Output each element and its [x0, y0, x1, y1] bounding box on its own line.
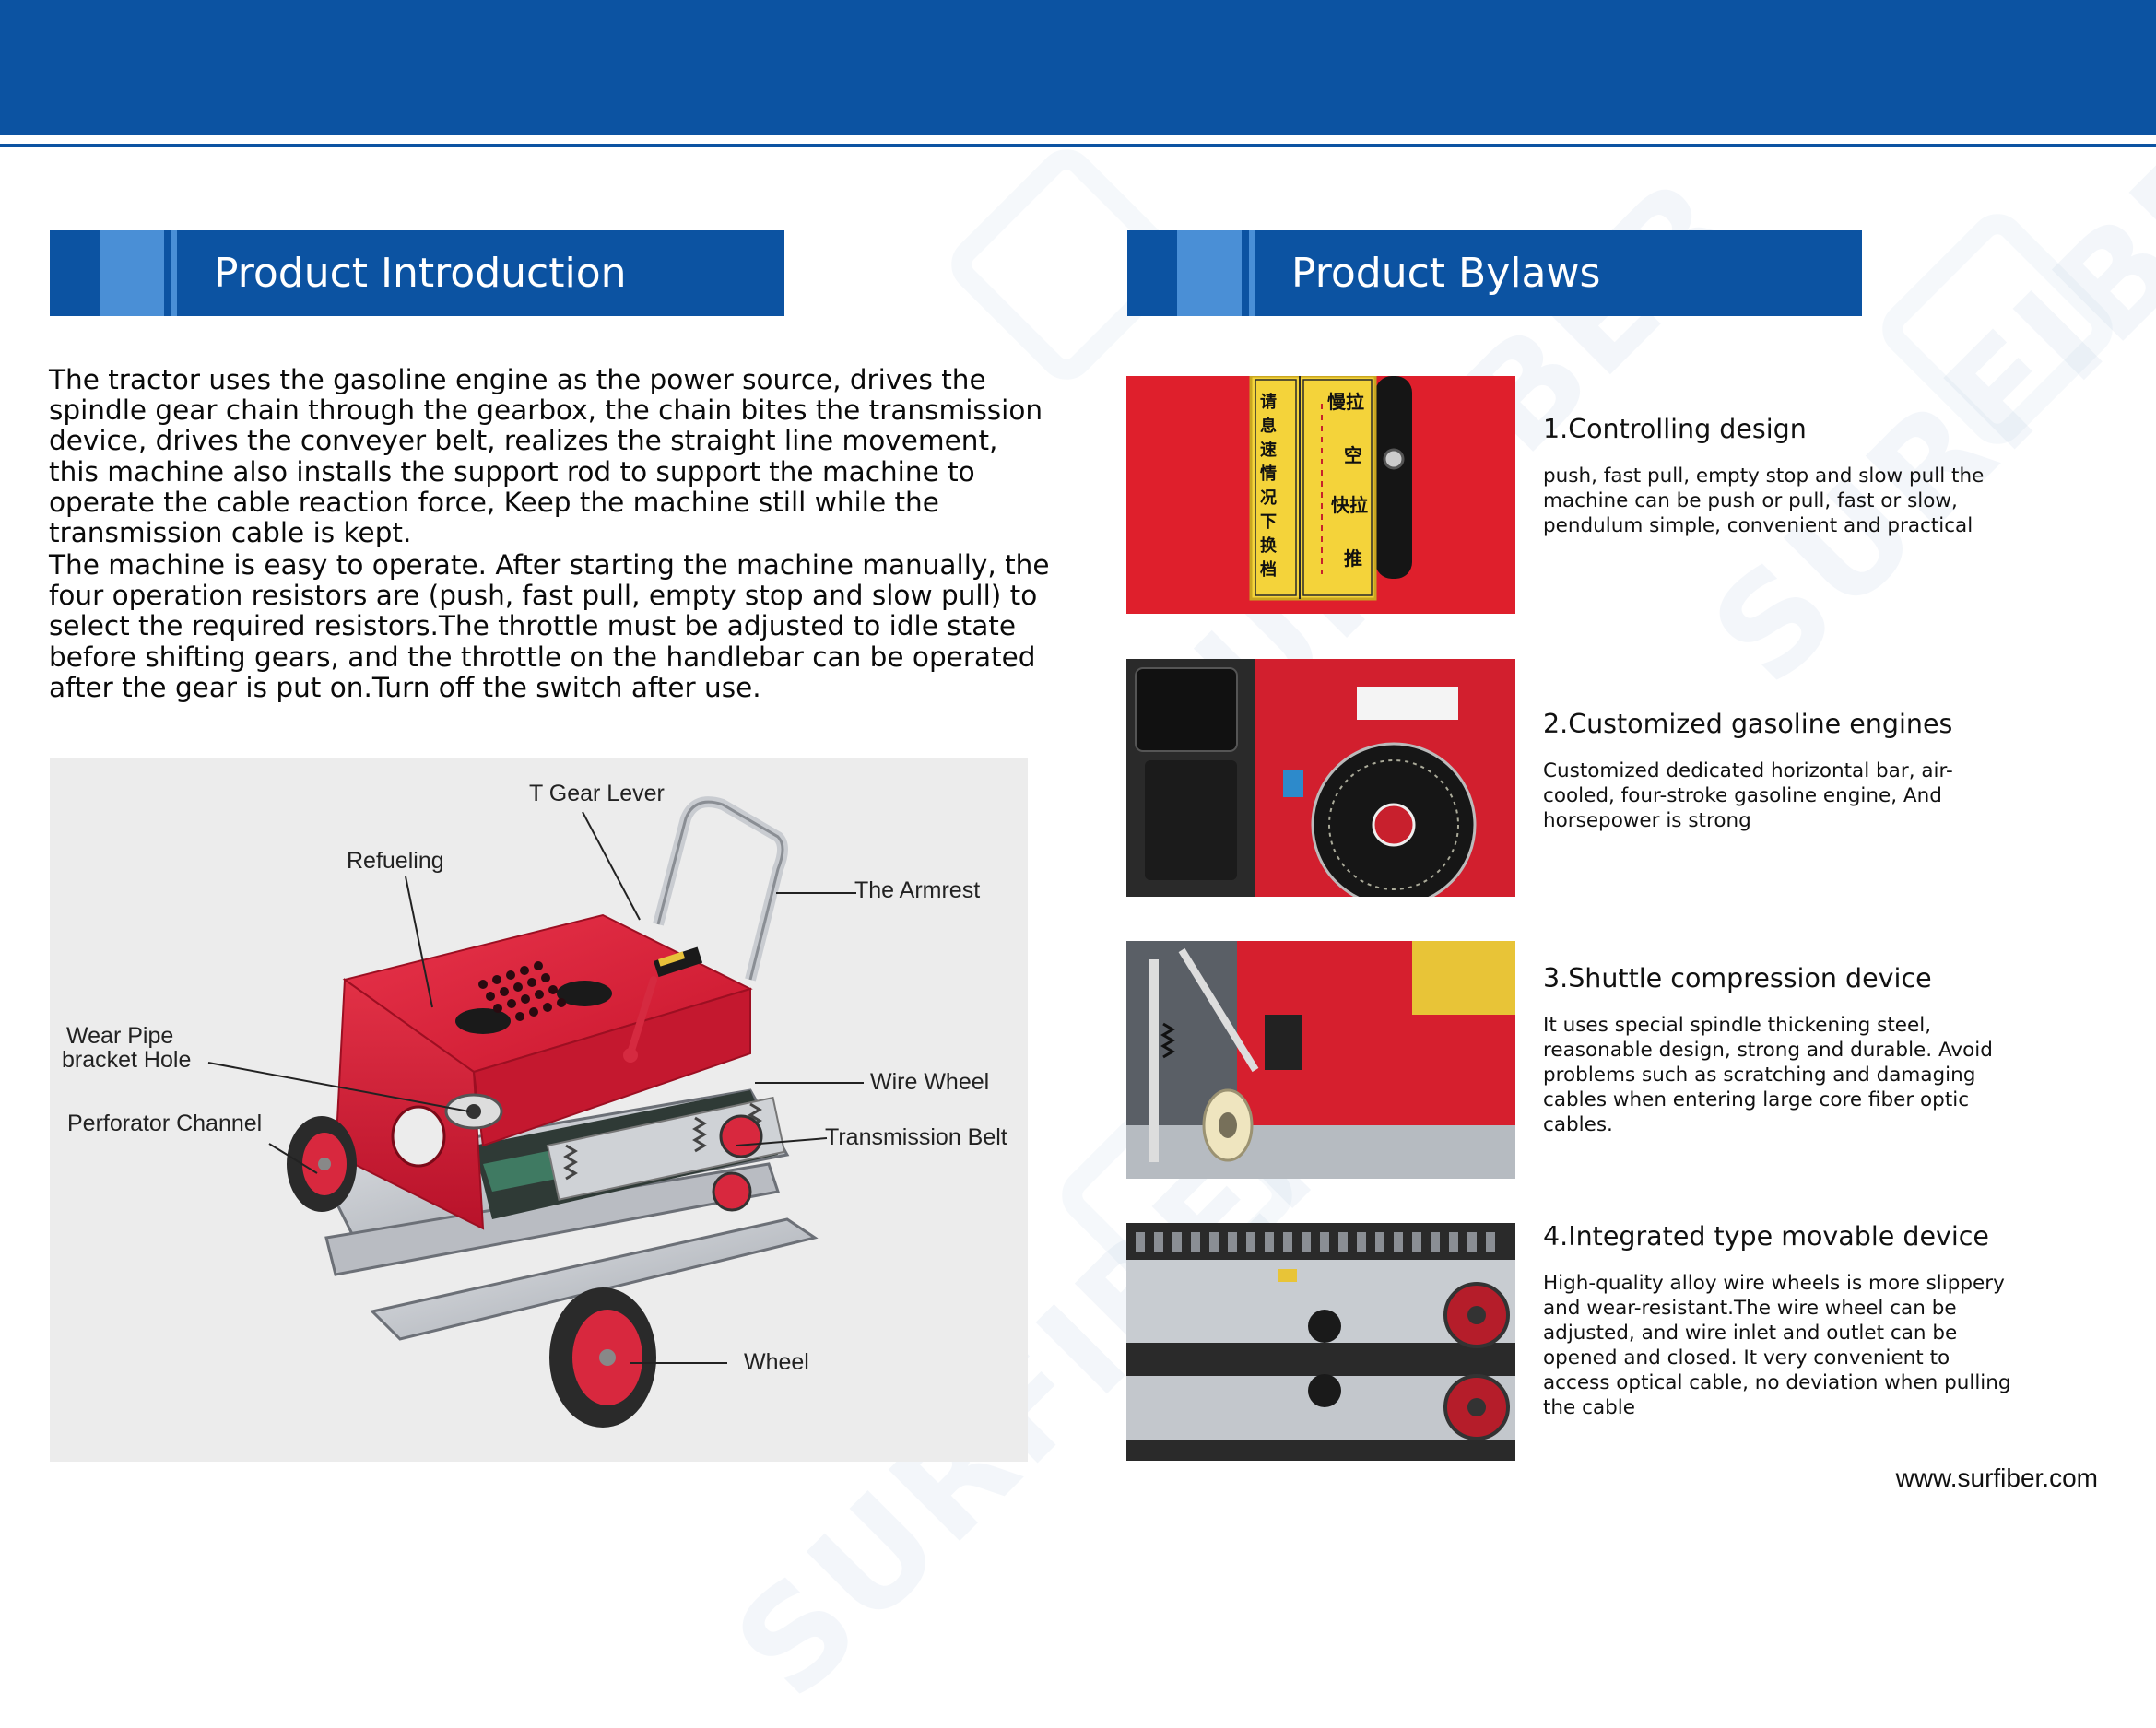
sign-fast-pull: 快拉 [1331, 494, 1368, 516]
bylaw-1-text: push, fast pull, empty stop and slow pul… [1543, 464, 1985, 537]
intro-paragraph-2: The machine is easy to operate. After st… [49, 549, 1050, 703]
bylaw-1-title: 1.Controlling design [1543, 414, 1807, 444]
header-accent-stripe [1249, 230, 1255, 316]
sign-slow-pull: 慢拉 [1327, 391, 1364, 413]
label-wire-wheel: Wire Wheel [870, 1069, 990, 1095]
bylaw-4-title: 4.Integrated type movable device [1543, 1221, 1989, 1252]
header-accent-stripe [171, 230, 177, 316]
footer-website-url: www.surfiber.com [1895, 1464, 2098, 1492]
label-armrest: The Armrest [854, 877, 981, 903]
label-refueling: Refueling [347, 848, 444, 874]
label-transmission-belt: Transmission Belt [825, 1124, 1007, 1150]
bylaw-2-text: Customized dedicated horizontal bar, air… [1543, 759, 1953, 832]
sign-empty: 空 [1344, 444, 1362, 466]
bylaw-photo-movable-device [1126, 1223, 1515, 1461]
bylaw-photo-controls: 请息速情况下换档 慢拉 空 快拉 推 [1126, 376, 1515, 614]
bylaw-2-title: 2.Customized gasoline engines [1543, 709, 1953, 739]
intro-section-header: Product Introduction [50, 230, 784, 316]
banner-divider [0, 144, 2156, 147]
bylaw-photo-shuttle [1126, 941, 1515, 1179]
machine-illustration [207, 796, 864, 1428]
label-wear-pipe-line2: bracket Hole [62, 1047, 192, 1073]
bylaw-4-text: High-quality alloy wire wheels is more s… [1543, 1272, 2011, 1419]
bylaw-3-text: It uses special spindle thickening steel… [1543, 1014, 1993, 1136]
sign-left-column: 请息速情况下换档 [1260, 393, 1277, 580]
watermark-text: SURFIBER [1683, 36, 2156, 715]
bylaws-section-title: Product Bylaws [1291, 250, 1601, 297]
label-wear-pipe-line1: Wear Pipe [66, 1023, 174, 1049]
label-t-gear-lever: T Gear Lever [529, 781, 665, 806]
bylaw-photo-engine [1126, 659, 1515, 897]
intro-section-title: Product Introduction [214, 250, 627, 297]
label-wheel: Wheel [744, 1349, 809, 1375]
bylaws-section-header: Product Bylaws [1127, 230, 1862, 316]
sign-push: 推 [1344, 547, 1362, 570]
label-perforator-channel: Perforator Channel [67, 1111, 263, 1136]
header-accent-block [100, 230, 164, 316]
top-banner [0, 0, 2156, 135]
header-accent-block [1177, 230, 1242, 316]
machine-diagram: T Gear Lever Refueling The Armrest Wear … [50, 758, 1028, 1462]
intro-paragraph-1: The tractor uses the gasoline engine as … [49, 364, 1043, 549]
bylaw-3-title: 3.Shuttle compression device [1543, 963, 1932, 993]
